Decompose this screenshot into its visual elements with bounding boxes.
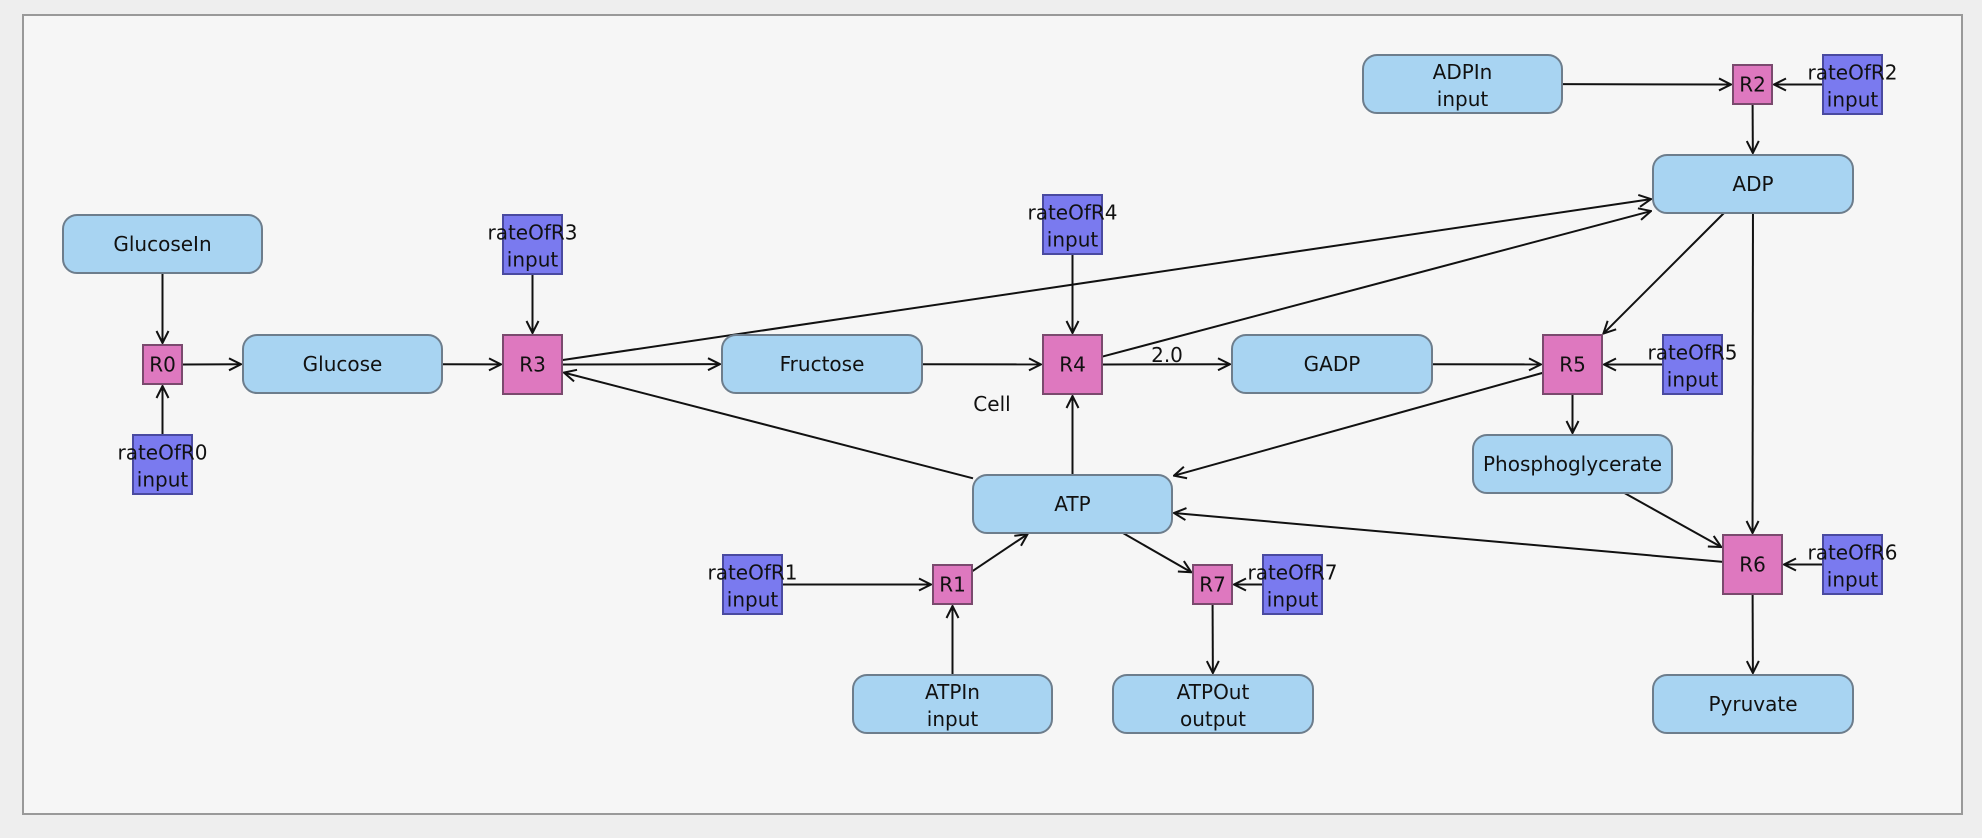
- species-node-ATPIn[interactable]: ATPIn input: [853, 675, 1052, 733]
- node-sublabel: input: [1827, 568, 1879, 592]
- node-label: R3: [519, 353, 546, 377]
- node-label: ATPIn: [925, 680, 980, 704]
- species-node-Fructose[interactable]: Fructose: [722, 335, 922, 393]
- node-label: Phosphoglycerate: [1483, 452, 1662, 476]
- node-label: rateOfR4: [1027, 201, 1117, 225]
- node-label: rateOfR5: [1647, 341, 1737, 365]
- node-label: Fructose: [780, 352, 865, 376]
- node-sublabel: input: [727, 588, 779, 612]
- node-sublabel: input: [1827, 88, 1879, 112]
- node-label: R1: [939, 573, 966, 597]
- reaction-node-R7[interactable]: R7: [1193, 565, 1232, 604]
- node-label: Pyruvate: [1708, 692, 1797, 716]
- reaction-node-R5[interactable]: R5: [1543, 335, 1602, 394]
- node-label: R2: [1739, 73, 1766, 97]
- species-node-ADP[interactable]: ADP: [1653, 155, 1853, 213]
- species-node-ADPIn[interactable]: ADPIn input: [1363, 55, 1562, 113]
- species-node-Glucose[interactable]: Glucose: [243, 335, 442, 393]
- node-label: rateOfR2: [1807, 61, 1897, 85]
- node-label: rateOfR1: [707, 561, 797, 585]
- node-label: ADPIn: [1433, 60, 1493, 84]
- node-label: R5: [1559, 353, 1586, 377]
- node-label: rateOfR6: [1807, 541, 1897, 565]
- node-sublabel: input: [1437, 87, 1489, 111]
- reaction-node-R3[interactable]: R3: [503, 335, 562, 394]
- node-sublabel: input: [927, 707, 979, 731]
- node-label: rateOfR3: [487, 221, 577, 245]
- reaction-node-R0[interactable]: R0: [143, 345, 182, 384]
- node-label: R6: [1739, 553, 1766, 577]
- node-label: R0: [149, 353, 176, 377]
- node-label: Glucose: [303, 352, 383, 376]
- node-label: R7: [1199, 573, 1226, 597]
- node-label: ATP: [1054, 492, 1090, 516]
- species-node-Pyruvate[interactable]: Pyruvate: [1653, 675, 1853, 733]
- reaction-node-R2[interactable]: R2: [1733, 65, 1772, 104]
- node-label: GlucoseIn: [113, 232, 211, 256]
- species-node-GADP[interactable]: GADP: [1232, 335, 1432, 393]
- node-sublabel: output: [1180, 707, 1246, 731]
- compartment-label: Cell: [973, 392, 1010, 416]
- species-node-ATPOut[interactable]: ATPOut output: [1113, 675, 1313, 733]
- node-label: rateOfR0: [117, 441, 207, 465]
- node-sublabel: input: [1047, 228, 1099, 252]
- node-label: ADP: [1732, 172, 1773, 196]
- species-node-Phosphoglycerate[interactable]: Phosphoglycerate: [1473, 435, 1672, 493]
- node-sublabel: input: [1267, 588, 1319, 612]
- node-sublabel: input: [137, 468, 189, 492]
- node-sublabel: input: [507, 248, 559, 272]
- node-label: ATPOut: [1177, 680, 1250, 704]
- reaction-node-R4[interactable]: R4: [1043, 335, 1102, 394]
- edge-stoichiometry-label: 2.0: [1151, 343, 1183, 367]
- species-node-GlucoseIn[interactable]: GlucoseIn: [63, 215, 262, 273]
- node-label: GADP: [1304, 352, 1361, 376]
- reaction-node-R6[interactable]: R6: [1723, 535, 1782, 594]
- reaction-node-R1[interactable]: R1: [933, 565, 972, 604]
- node-sublabel: input: [1667, 368, 1719, 392]
- node-label: rateOfR7: [1247, 561, 1337, 585]
- species-node-ATP[interactable]: ATP: [973, 475, 1172, 533]
- node-label: R4: [1059, 353, 1086, 377]
